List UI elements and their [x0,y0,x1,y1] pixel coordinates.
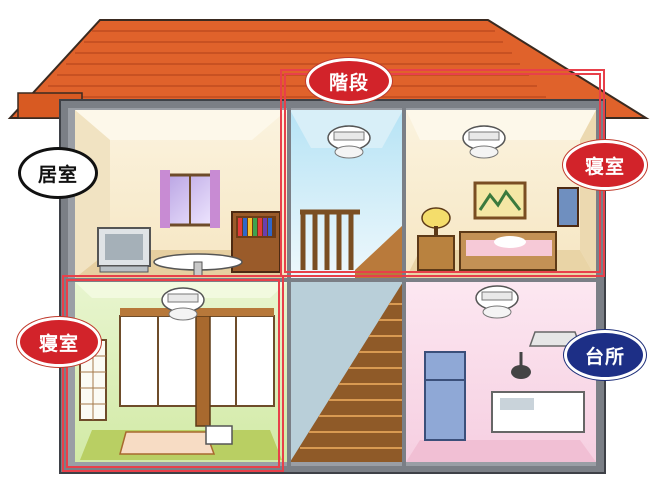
futon [119,425,233,455]
bed-upper [459,231,557,271]
label-bedroom-upper: 寝室 [563,140,647,190]
label-stairs: 階段 [306,58,392,104]
smoke-alarm-kitchen [475,285,519,319]
room-bedroom-upper [406,110,596,278]
painting [473,181,527,220]
stair-railing [300,209,360,270]
label-bedroom-lower: 寝室 [17,317,101,367]
label-kitchen: 台所 [564,330,646,380]
room-stairs-lower [290,282,403,462]
walls [68,108,596,466]
tv [97,227,151,273]
room-bedroom-lower [75,282,287,462]
smoke-alarm-bedroom-upper [462,125,506,159]
nightstand-lamp [417,207,455,271]
window-living [160,170,220,228]
frying-pan [511,352,531,379]
smoke-alarm-bedroom-lower [161,287,205,321]
label-living-room: 居室 [18,147,98,199]
room-living [75,110,287,278]
table-living [153,253,243,277]
fridge [424,351,466,441]
smoke-alarm-stairs [327,125,371,159]
counter [491,391,585,433]
sliding-doors [119,308,275,427]
window-bedroom-upper [557,187,579,227]
bookshelf [231,211,281,273]
